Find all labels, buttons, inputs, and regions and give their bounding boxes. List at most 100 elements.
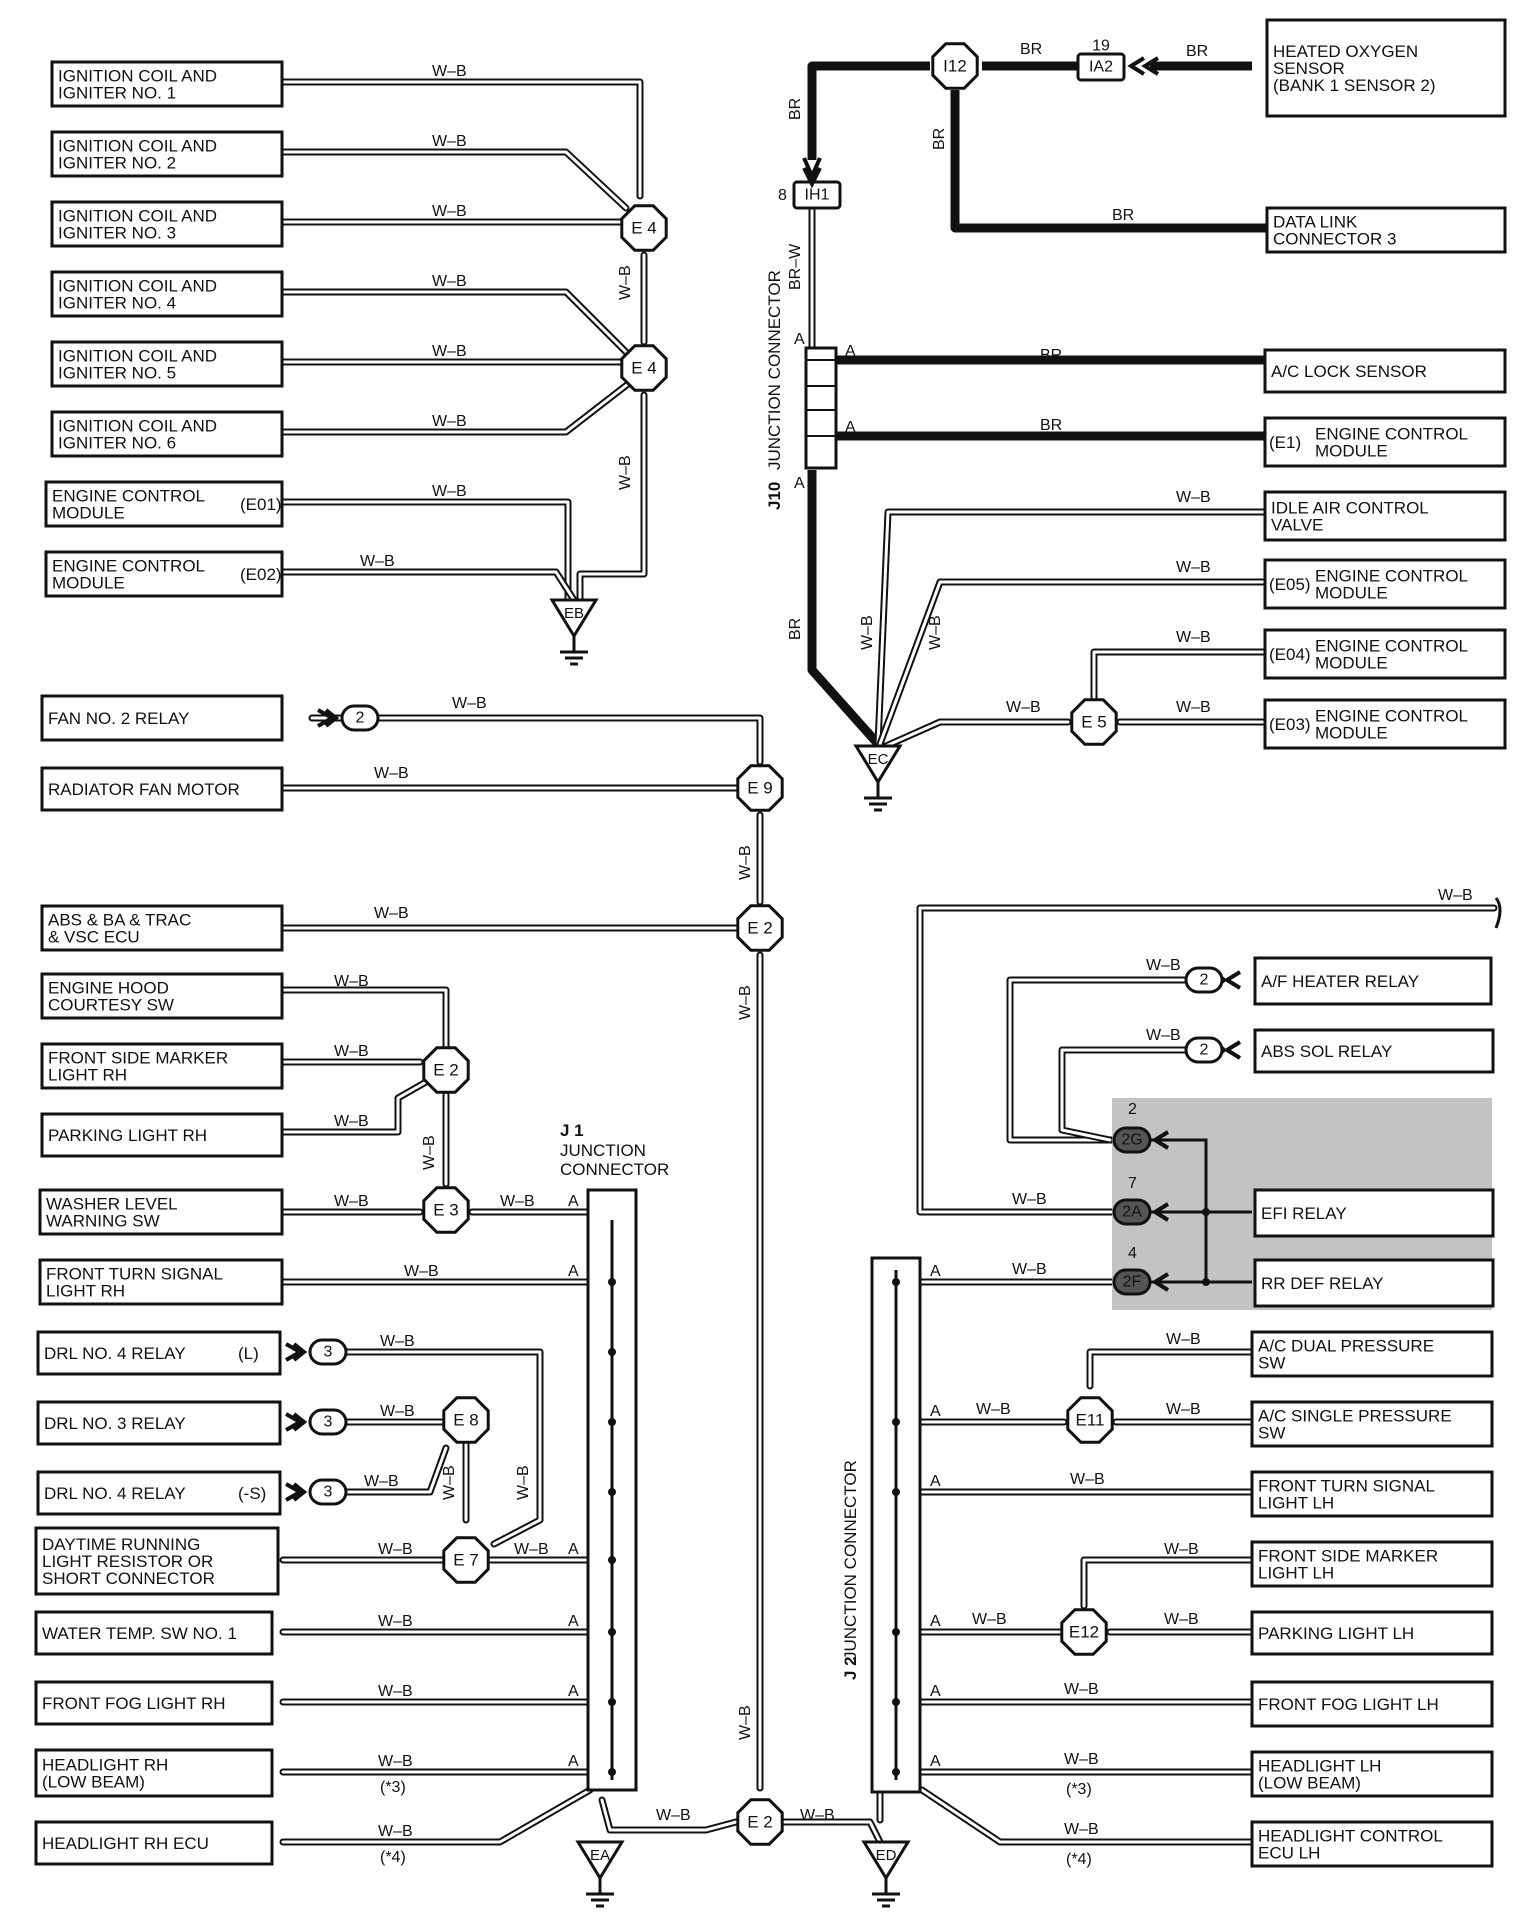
wire-ign6-core: [281, 382, 630, 434]
wire-label-w-b: W–B: [1012, 1261, 1047, 1278]
junction-j2-dot: [892, 1698, 900, 1706]
component-hl-rh-frame: [34, 1748, 274, 1798]
component-fsm-lh-text: FRONT SIDE MARKER: [1258, 1547, 1438, 1566]
component-ecm-e1-text: MODULE: [1315, 442, 1388, 461]
component-ign4-frame: [50, 270, 284, 318]
arrow-drl4s: [285, 1482, 308, 1502]
pin-a: A: [568, 1683, 579, 1700]
wire-label-w-b: W–B: [1064, 1681, 1099, 1698]
wire-label-w-b: W–B: [334, 1193, 369, 1210]
component-ecm-e1-pin: (E1): [1269, 433, 1301, 452]
junction-j10-id: J10: [765, 482, 784, 510]
component-hl-lh-frame: [1250, 1750, 1494, 1798]
connector-e3-label: E 3: [433, 1201, 459, 1220]
connector-drl3-3-label: 3: [324, 1414, 333, 1431]
component-dlc3-text: DATA LINK: [1273, 213, 1358, 232]
component-fts-lh-frame: [1250, 1470, 1494, 1518]
component-water-temp-text: WATER TEMP. SW NO. 1: [42, 1624, 237, 1643]
wire-br-ground: [807, 470, 882, 747]
component-hl-rh-text: (LOW BEAM): [42, 1773, 145, 1792]
component-ecm-e02-text: MODULE: [52, 574, 125, 593]
wire-e4-ground-core: [578, 393, 646, 602]
ground-ea-label: EA: [590, 1847, 610, 1864]
component-fog-rh-frame: [34, 1680, 274, 1726]
wire-e4-ground: [576, 391, 648, 604]
ground-eb-label: EB: [564, 605, 584, 622]
ground-ed-label: ED: [876, 1847, 897, 1864]
connector-drl4l-3: [308, 1338, 348, 1366]
wire-label-w-b: W–B: [1006, 699, 1041, 716]
wire-fsm-lh-core: [1082, 1558, 1254, 1608]
component-ecm-e01-text: MODULE: [52, 504, 125, 523]
wire-label-w-b: W–B: [1070, 1471, 1105, 1488]
wire-label-w-b: W–B: [737, 1705, 754, 1740]
wire-label-w-b: W–B: [617, 265, 634, 300]
component-ecm-e02-text: ENGINE CONTROL: [52, 557, 205, 576]
component-ign6-text: IGNITION COIL AND: [58, 417, 217, 436]
connector-ih1-pin: 8: [778, 187, 787, 204]
component-drl-res-frame: [34, 1526, 280, 1596]
component-hl-lh-text: (LOW BEAM): [1258, 1774, 1361, 1793]
component-iac-text: VALVE: [1271, 516, 1323, 535]
connector-fan2-2-label: 2: [356, 710, 365, 727]
wire-label-w-b: W–B: [452, 695, 487, 712]
wire-label-w-b: W–B: [380, 1333, 415, 1350]
wire-continuation-mark: [1494, 897, 1502, 929]
wire-label-br: BR: [1040, 347, 1062, 364]
component-fan2-text: FAN NO. 2 RELAY: [48, 709, 189, 728]
component-ign2-frame: [50, 130, 284, 178]
connector-ia2-pin: 19: [1092, 38, 1110, 55]
ground-ea: [575, 1840, 625, 1881]
wire-label-w-b: W–B: [500, 1193, 535, 1210]
wire-label-w-b: W–B: [378, 1541, 413, 1558]
component-drl4l-pin: (L): [238, 1344, 259, 1363]
wire-label-w-b: W–B: [404, 1263, 439, 1280]
component-ign6-frame: [50, 410, 284, 458]
pin-a: A: [930, 1613, 941, 1630]
component-ac-lock-text: A/C LOCK SENSOR: [1271, 362, 1427, 381]
connector-2g-pin: 2: [1128, 1101, 1137, 1118]
component-ac-lock: A/C LOCK SENSOR: [1263, 348, 1507, 394]
wire-label-w-b: W–B: [432, 273, 467, 290]
component-ecm-e1-frame: [1263, 416, 1507, 468]
note-3: (*3): [380, 1779, 406, 1796]
wire-label-w-b: W–B: [515, 1465, 532, 1500]
component-iac-frame: [1263, 490, 1507, 542]
component-fog-lh: FRONT FOG LIGHT LH: [1250, 1680, 1494, 1728]
component-drl4l: DRL NO. 4 RELAY(L): [36, 1330, 282, 1376]
junction-j2-id: J 2: [841, 1656, 860, 1680]
wire-br-main: [807, 61, 930, 160]
connector-e5: [1070, 698, 1118, 746]
component-rrdef: RR DEF RELAY: [1253, 1258, 1495, 1308]
wire-label-w-b: W–B: [421, 1135, 438, 1170]
component-water-temp-frame: [34, 1610, 274, 1656]
wire-label-w-b: W–B: [1166, 1401, 1201, 1418]
wire-ecm-e02-core: [281, 570, 576, 602]
connector-af-2: [1184, 966, 1224, 994]
component-ign2-text: IGNITER NO. 2: [58, 154, 176, 173]
connector-e7-label: E 7: [453, 1551, 479, 1570]
component-ign1-text: IGNITION COIL AND: [58, 67, 217, 86]
component-hood-sw-text: ENGINE HOOD: [48, 979, 169, 998]
arrow-drl4l: [285, 1342, 308, 1362]
pin-a: A: [568, 1541, 579, 1558]
component-abs-ecu: ABS & BA & TRAC& VSC ECU: [40, 904, 284, 952]
wire-af-relay-core: [1008, 978, 1224, 1142]
connector-ih1-label: IH1: [805, 187, 830, 204]
connector-ia2-label: IA2: [1089, 59, 1113, 76]
connector-drl4l-3-label: 3: [324, 1344, 333, 1361]
connector-e11-label: E11: [1076, 1411, 1105, 1430]
wire-e5-ground-core: [884, 720, 1070, 748]
connector-2g-label: 2G: [1121, 1132, 1142, 1149]
component-ecm-e04-frame: [1263, 628, 1507, 680]
wire-label-w-b: W–B: [378, 1823, 413, 1840]
